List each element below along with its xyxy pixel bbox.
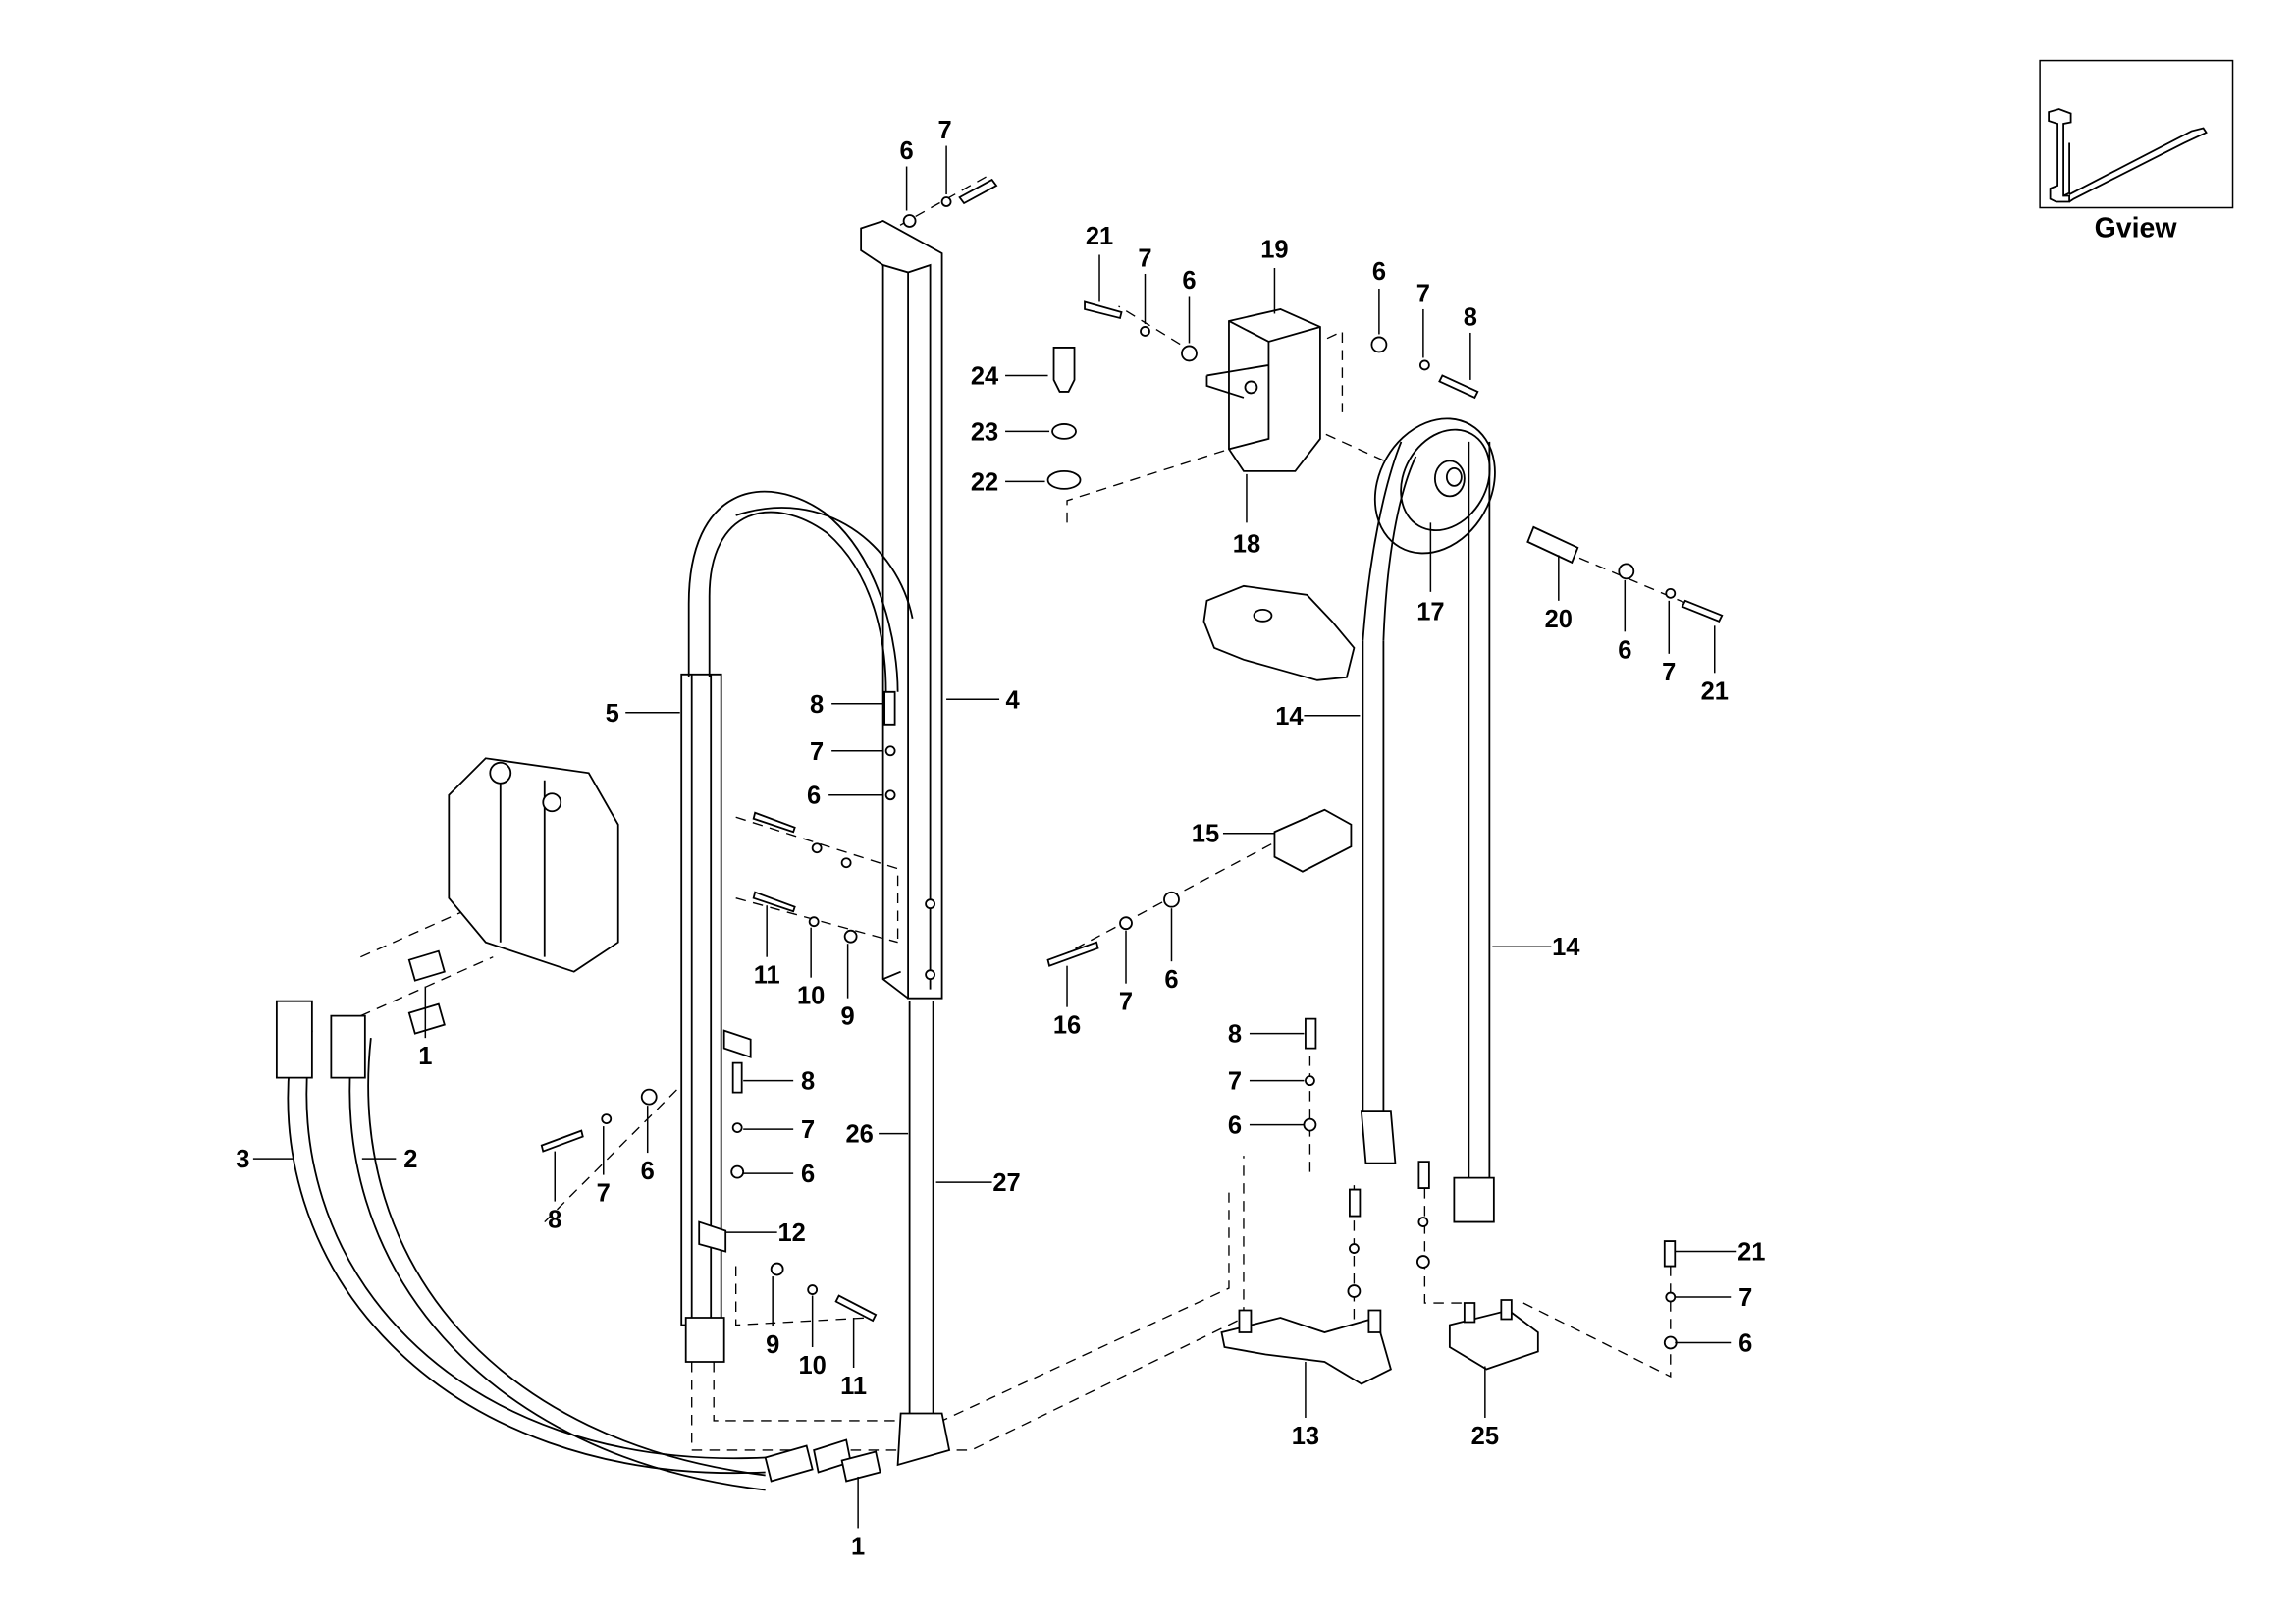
callout-label-8: 8 [1228, 1021, 1242, 1049]
callout-label-5: 5 [606, 700, 619, 728]
gview-inset: Gview [2039, 59, 2234, 244]
callout-label-8: 8 [810, 691, 824, 719]
callout-label-8: 8 [801, 1068, 815, 1096]
callout-label-9: 9 [841, 1003, 855, 1031]
callout-label-7: 7 [1228, 1068, 1242, 1096]
callout-label-21: 21 [1701, 677, 1729, 705]
manifold-13 [1220, 1309, 1392, 1385]
fork-icon [2048, 108, 2208, 203]
callout-label-18: 18 [1233, 530, 1260, 558]
control-valve [448, 757, 619, 973]
callout-label-7: 7 [1738, 1284, 1752, 1312]
callout-label-6: 6 [801, 1161, 815, 1188]
callout-label-24: 24 [971, 362, 999, 390]
callout-label-8: 8 [1464, 303, 1477, 331]
callout-label-27: 27 [992, 1169, 1020, 1197]
callout-label-1: 1 [418, 1043, 432, 1070]
callout-label-2: 2 [403, 1146, 417, 1173]
hoses [275, 441, 1491, 1491]
callout-label-11: 11 [840, 1373, 867, 1400]
manifold-25 [1448, 1299, 1539, 1371]
hose-sheave [1373, 417, 1496, 555]
fasteners [540, 178, 1724, 1350]
gview-label: Gview [2095, 213, 2178, 244]
block-15 [1273, 808, 1353, 873]
callout-label-6: 6 [641, 1158, 655, 1185]
lift-cylinder-head [1202, 584, 1356, 681]
callout-label-6: 6 [1372, 258, 1386, 286]
callout-label-20: 20 [1545, 606, 1573, 633]
callout-label-1: 1 [851, 1533, 865, 1560]
callout-label-7: 7 [801, 1116, 815, 1144]
callout-label-4: 4 [1005, 686, 1020, 714]
hose-bracket [1205, 308, 1321, 472]
callout-label-17: 17 [1416, 598, 1444, 625]
callout-label-16: 16 [1053, 1012, 1081, 1040]
callout-label-23: 23 [971, 418, 998, 446]
callout-label-21: 21 [1086, 223, 1113, 250]
callout-label-7: 7 [1416, 280, 1430, 307]
upright-channel-5 [680, 673, 752, 1326]
callout-label-9: 9 [766, 1331, 779, 1359]
callout-label-6: 6 [1182, 267, 1196, 295]
callout-label-6: 6 [1164, 966, 1178, 994]
callout-label-14: 14 [1552, 934, 1580, 961]
callout-label-6: 6 [1738, 1330, 1752, 1358]
callout-label-25: 25 [1471, 1423, 1499, 1450]
callout-label-6: 6 [1618, 636, 1631, 664]
upright-channel-4 [860, 220, 943, 1000]
callout-label-8: 8 [548, 1207, 561, 1234]
callout-label-14: 14 [1275, 703, 1304, 731]
callout-label-13: 13 [1292, 1423, 1319, 1450]
callout-label-7: 7 [938, 117, 952, 144]
callout-label-26: 26 [845, 1121, 873, 1149]
callout-label-6: 6 [807, 783, 821, 810]
callout-label-15: 15 [1192, 821, 1219, 848]
callout-label-10: 10 [797, 983, 825, 1010]
callout-label-7: 7 [597, 1180, 611, 1208]
callout-label-11: 11 [754, 962, 780, 990]
callout-label-12: 12 [777, 1219, 805, 1247]
callout-label-3: 3 [236, 1146, 249, 1173]
callout-label-7: 7 [1138, 244, 1151, 272]
callout-label-7: 7 [810, 738, 824, 766]
callout-label-7: 7 [1662, 659, 1676, 686]
callout-label-7: 7 [1119, 989, 1133, 1016]
fittings [407, 949, 1495, 1483]
callout-label-10: 10 [798, 1352, 826, 1380]
callout-label-6: 6 [900, 137, 914, 165]
callout-label-19: 19 [1260, 236, 1288, 263]
callout-label-6: 6 [1228, 1112, 1242, 1140]
callout-label-22: 22 [971, 468, 998, 496]
callout-label-21: 21 [1737, 1239, 1765, 1267]
